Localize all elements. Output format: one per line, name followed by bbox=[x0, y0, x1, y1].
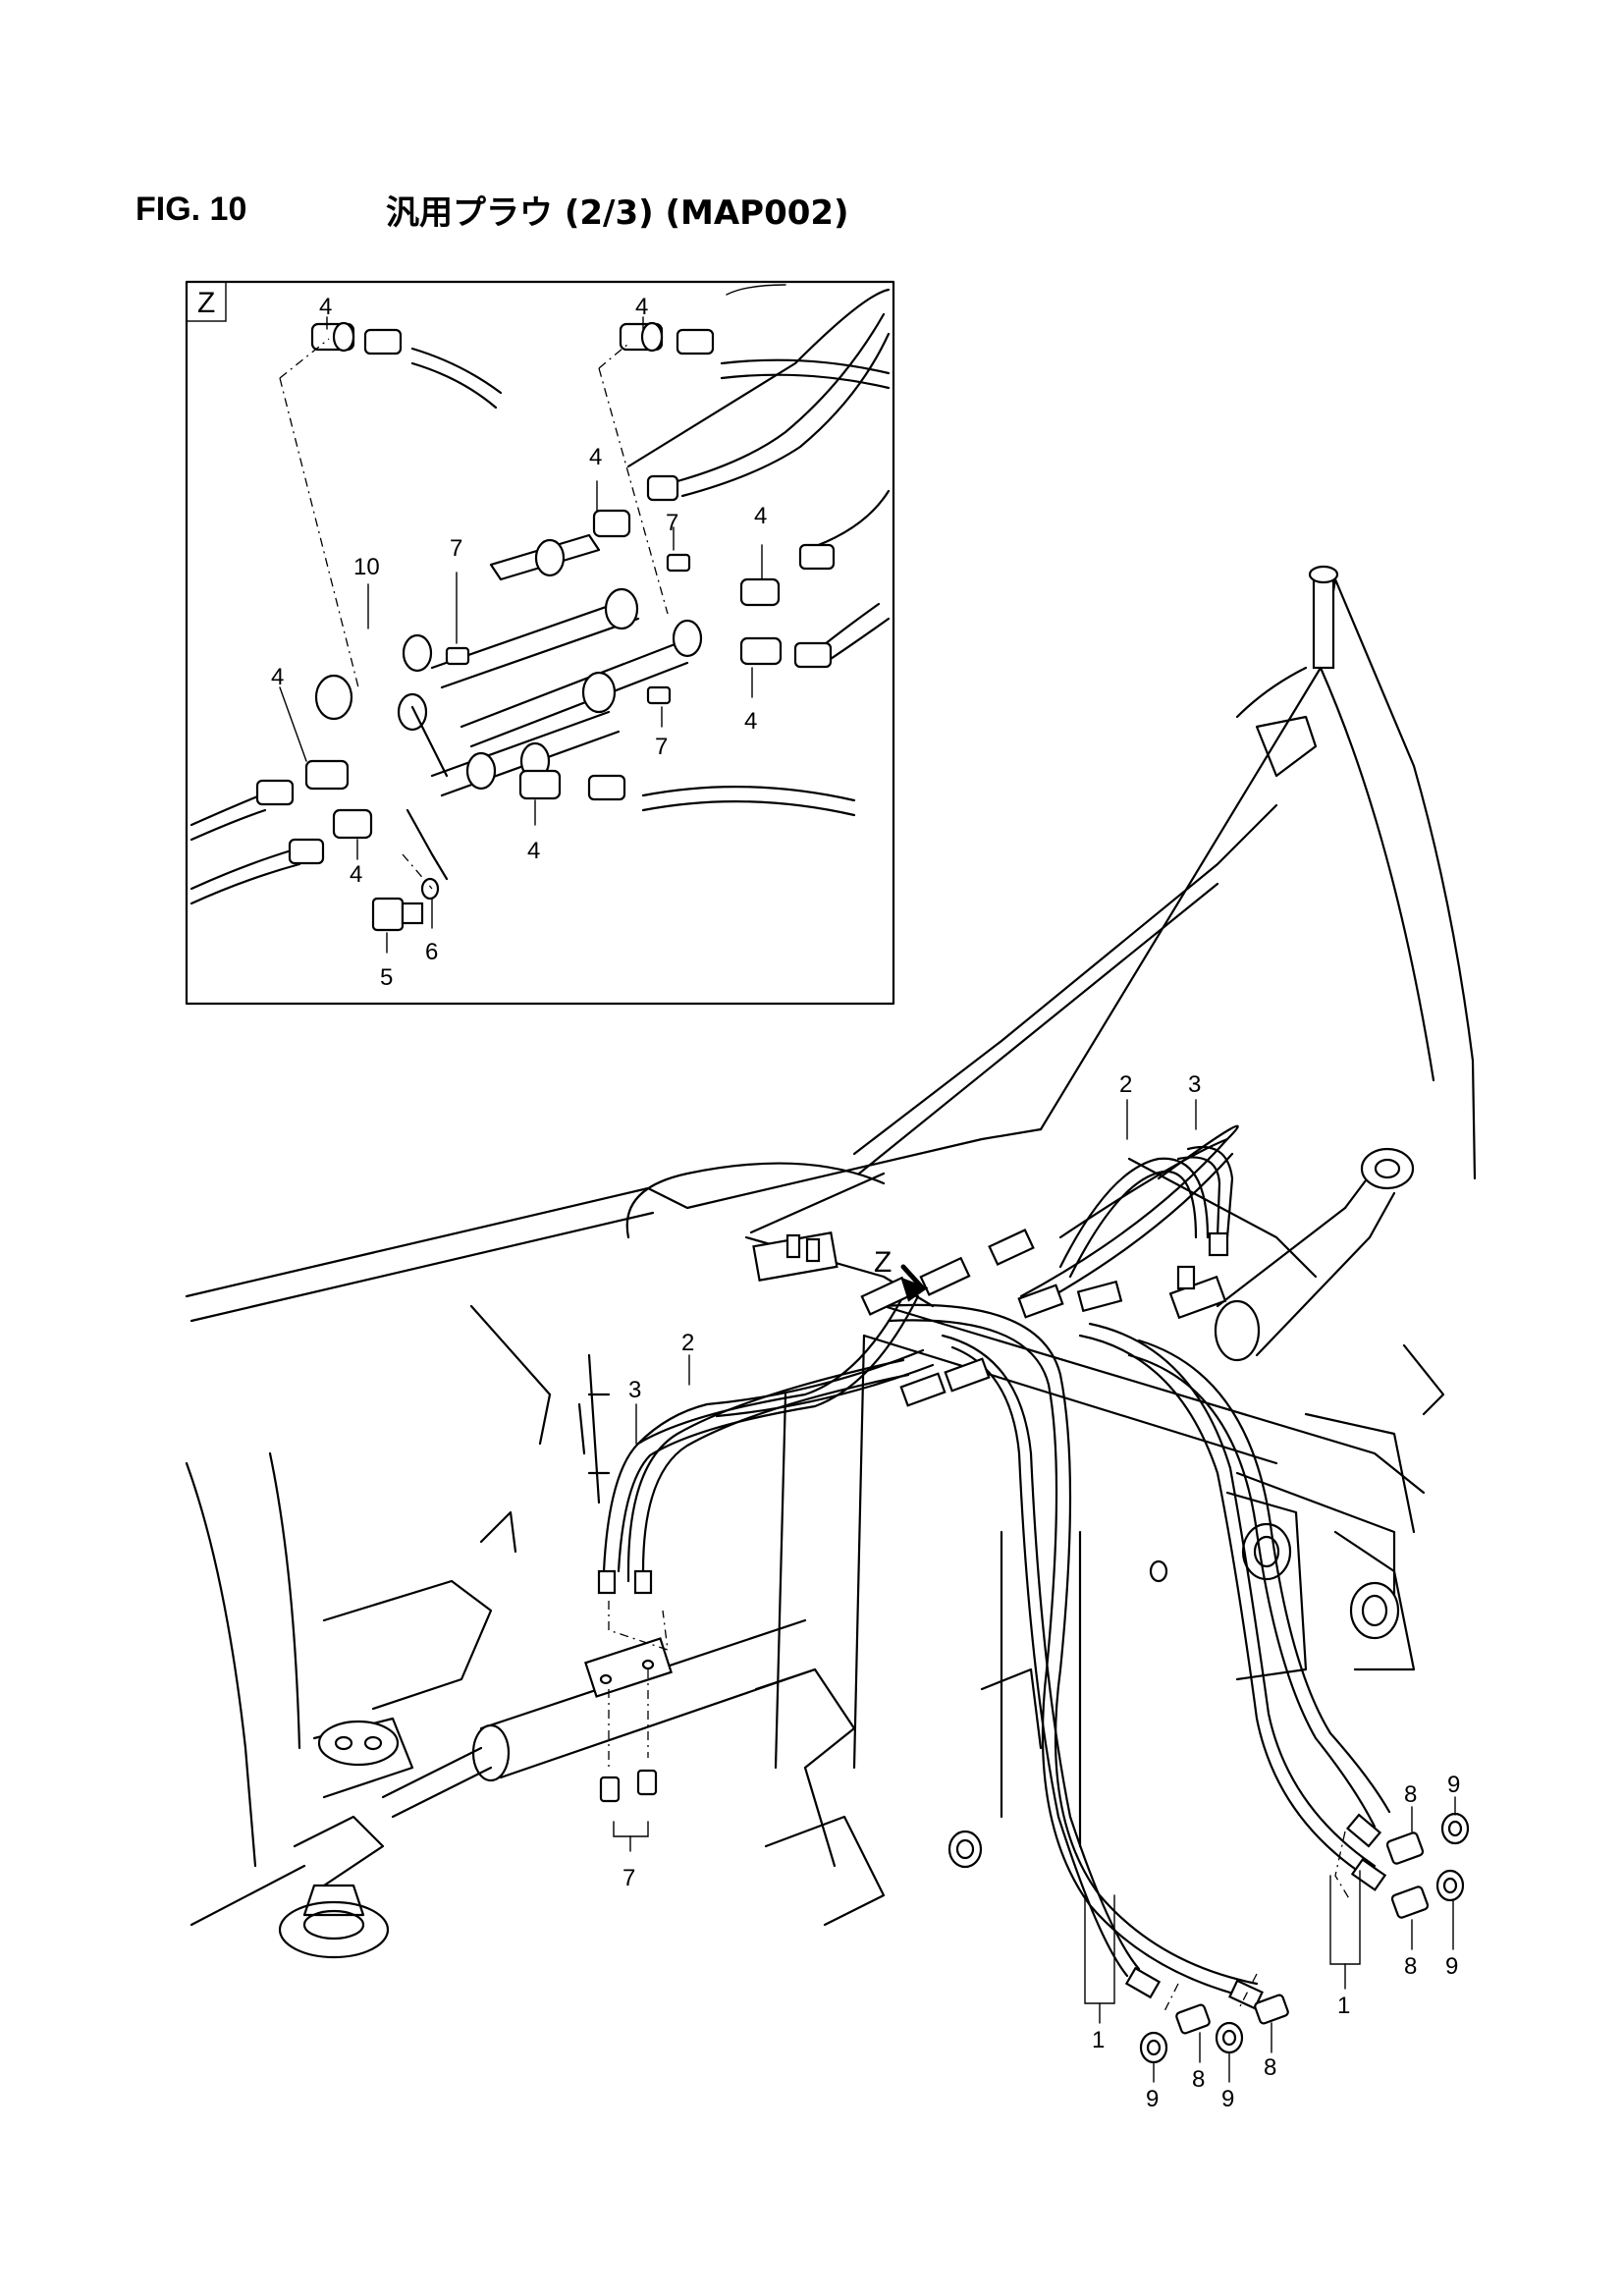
detail-view-z: Z bbox=[185, 280, 895, 1006]
detail-fittings-4 bbox=[255, 321, 836, 865]
skid-shoe bbox=[278, 1884, 390, 1959]
view-marker-label: Z bbox=[874, 1246, 892, 1279]
callout-4: 4 bbox=[744, 708, 757, 735]
callout-3: 3 bbox=[628, 1377, 641, 1403]
figure-header: FIG. 10 汎用プラウ (2/3) (MAP002) bbox=[135, 185, 849, 234]
callout-8: 8 bbox=[1404, 1781, 1417, 1808]
detail-plugs-7 bbox=[445, 553, 691, 705]
lower-plates bbox=[754, 1667, 1043, 1927]
main-plugs-7 bbox=[599, 1769, 658, 1803]
callout-3: 3 bbox=[1188, 1071, 1201, 1098]
main-leaders bbox=[613, 1099, 1456, 2083]
pivot-brackets bbox=[947, 1491, 1416, 1869]
callout-9: 9 bbox=[1447, 1772, 1460, 1798]
detail-bolt-washer bbox=[371, 877, 440, 932]
callout-2: 2 bbox=[1119, 1071, 1132, 1098]
callout-8: 8 bbox=[1192, 2066, 1205, 2093]
callout-7: 7 bbox=[622, 1865, 635, 1891]
callout-9: 9 bbox=[1146, 2086, 1159, 2112]
detail-label: Z bbox=[197, 287, 215, 319]
detail-frame bbox=[185, 280, 895, 1006]
callout-4: 4 bbox=[527, 838, 540, 864]
callout-5: 5 bbox=[380, 964, 393, 991]
detail-label-box bbox=[186, 281, 227, 322]
left-structure bbox=[293, 1304, 611, 1887]
main-center-lines bbox=[608, 1601, 1351, 2014]
main-view: Z bbox=[185, 565, 1477, 2112]
blade-top-pin bbox=[1255, 565, 1339, 778]
main-frame bbox=[774, 1137, 1445, 1848]
callout-9: 9 bbox=[1221, 2086, 1234, 2112]
callout-8: 8 bbox=[1264, 2054, 1276, 2081]
callout-7: 7 bbox=[655, 734, 668, 760]
detail-center-lines bbox=[279, 338, 669, 890]
main-hoses bbox=[602, 1124, 1391, 2000]
view-z-marker: Z bbox=[874, 1246, 929, 1302]
callout-4: 4 bbox=[350, 861, 362, 888]
figure-number: FIG. 10 bbox=[135, 190, 247, 228]
detail-hoses bbox=[189, 312, 891, 905]
callout-1: 1 bbox=[1337, 1993, 1350, 2019]
callout-4: 4 bbox=[271, 664, 284, 690]
main-hose-fittings bbox=[597, 1229, 1387, 2010]
callout-7: 7 bbox=[450, 535, 462, 562]
callout-2: 2 bbox=[681, 1330, 694, 1356]
figure-title: 汎用プラウ (2/3) (MAP002) bbox=[386, 192, 849, 233]
callout-9: 9 bbox=[1445, 1953, 1458, 1980]
detail-leaders bbox=[279, 316, 763, 954]
mount-disc bbox=[625, 1162, 935, 1308]
detail-valve-block bbox=[314, 533, 703, 881]
callout-4: 4 bbox=[589, 444, 602, 470]
callout-1: 1 bbox=[1092, 2027, 1105, 2053]
callout-6: 6 bbox=[425, 939, 438, 965]
callout-7: 7 bbox=[666, 510, 678, 536]
callout-4: 4 bbox=[754, 503, 767, 529]
main-elbows-caps bbox=[1139, 1812, 1470, 2064]
right-cylinder bbox=[1168, 1147, 1415, 1362]
callout-10: 10 bbox=[353, 554, 380, 580]
callout-8: 8 bbox=[1404, 1953, 1417, 1980]
callout-4: 4 bbox=[635, 294, 648, 320]
left-cylinder bbox=[381, 1618, 817, 1819]
callout-4: 4 bbox=[319, 294, 332, 320]
